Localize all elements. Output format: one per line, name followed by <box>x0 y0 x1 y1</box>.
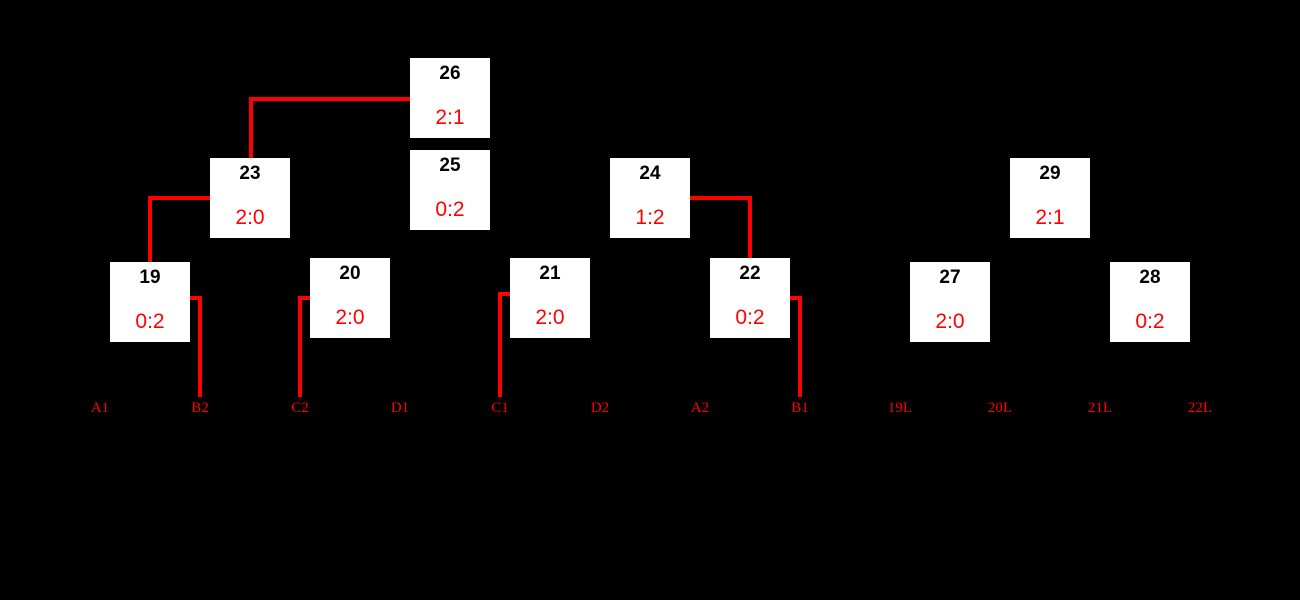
slot-label-A2: A2 <box>690 400 710 416</box>
slot-label-20L: 20L <box>987 400 1013 416</box>
slot-label-A1: A1 <box>90 400 110 416</box>
connector-19-to-B2-segment-0 <box>190 296 202 300</box>
match-node-29[interactable]: 29 2:1 <box>1010 158 1090 238</box>
connector-26-to-23-segment-1 <box>249 97 253 158</box>
match-node-23[interactable]: 23 2:0 <box>210 158 290 238</box>
match-node-id: 28 <box>1139 267 1161 288</box>
match-node-score: 2:0 <box>935 310 965 333</box>
match-node-19[interactable]: 19 0:2 <box>110 262 190 342</box>
slot-label-22L: 22L <box>1187 400 1213 416</box>
match-node-id: 24 <box>639 163 661 184</box>
match-node-27[interactable]: 27 2:0 <box>910 262 990 342</box>
connector-23-to-19-segment-0 <box>148 196 210 200</box>
slot-label-B2: B2 <box>191 400 209 416</box>
match-node-id: 19 <box>139 267 161 288</box>
slot-label-D1: D1 <box>390 400 410 416</box>
slot-label-B1: B1 <box>791 400 809 416</box>
match-node-id: 29 <box>1039 163 1061 184</box>
match-node-score: 1:2 <box>635 206 665 229</box>
match-node-score: 0:2 <box>1135 310 1165 333</box>
slot-label-21L: 21L <box>1087 400 1113 416</box>
match-node-24[interactable]: 24 1:2 <box>610 158 690 238</box>
connector-26-to-23-segment-0 <box>249 97 410 101</box>
connector-24-to-22-segment-0 <box>690 196 752 200</box>
match-node-score: 2:0 <box>335 306 365 329</box>
connector-21-to-C1-segment-1 <box>498 292 502 397</box>
connector-20-to-C2-segment-0 <box>298 296 312 300</box>
slot-label-19L: 19L <box>887 400 913 416</box>
match-node-21[interactable]: 21 2:0 <box>510 258 590 338</box>
connector-20-to-C2-segment-1 <box>298 296 302 397</box>
match-node-id: 26 <box>439 63 461 84</box>
connector-22-to-B1-segment-1 <box>798 296 802 397</box>
match-node-id: 25 <box>439 155 461 176</box>
match-node-26[interactable]: 26 2:1 <box>410 58 490 138</box>
connector-23-to-19-segment-1 <box>148 196 152 262</box>
match-node-score: 0:2 <box>435 198 465 221</box>
match-node-score: 2:0 <box>235 206 265 229</box>
match-node-score: 2:1 <box>1035 206 1065 229</box>
match-node-score: 0:2 <box>735 306 765 329</box>
match-node-id: 23 <box>239 163 261 184</box>
match-node-score: 2:0 <box>535 306 565 329</box>
match-node-score: 0:2 <box>135 310 165 333</box>
connector-19-to-B2-segment-1 <box>198 296 202 397</box>
match-node-id: 20 <box>339 263 361 284</box>
slot-label-C2: C2 <box>291 400 309 416</box>
match-node-id: 22 <box>739 263 761 284</box>
match-node-20[interactable]: 20 2:0 <box>310 258 390 338</box>
match-node-22[interactable]: 22 0:2 <box>710 258 790 338</box>
match-node-id: 21 <box>539 263 561 284</box>
connector-24-to-22-segment-1 <box>748 196 752 258</box>
match-node-28[interactable]: 28 0:2 <box>1110 262 1190 342</box>
slot-label-C1: C1 <box>491 400 509 416</box>
connector-22-to-B1-segment-0 <box>790 296 802 300</box>
match-node-25[interactable]: 25 0:2 <box>410 150 490 230</box>
match-node-score: 2:1 <box>435 106 465 129</box>
connector-21-to-C1-segment-0 <box>498 292 512 296</box>
match-node-id: 27 <box>939 267 961 288</box>
slot-label-D2: D2 <box>590 400 610 416</box>
